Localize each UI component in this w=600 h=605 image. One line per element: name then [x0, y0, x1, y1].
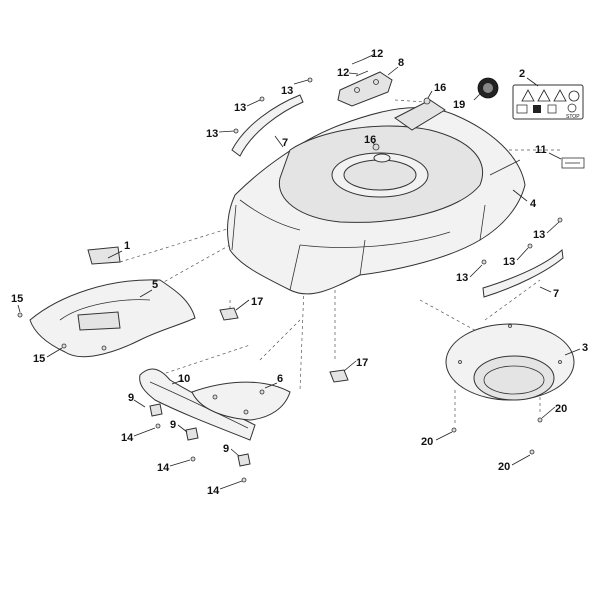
callout-15-a: 15: [11, 293, 23, 305]
callout-3: 3: [582, 342, 588, 354]
left-cover: [29, 279, 196, 358]
callout-11: 11: [535, 144, 547, 156]
callout-15-b: 15: [33, 353, 45, 365]
callout-7-right: 7: [553, 288, 559, 300]
bowl-cover: [445, 323, 575, 401]
callout-19: 19: [453, 99, 465, 111]
callout-17-b: 17: [356, 357, 368, 369]
callout-5: 5: [152, 279, 158, 291]
callout-6: 6: [277, 373, 283, 385]
callout-9-b: 9: [170, 419, 176, 431]
callout-10: 10: [178, 373, 190, 385]
callout-20-c: 20: [498, 461, 510, 473]
handle-bracket: [337, 71, 393, 107]
callout-13-e: 13: [503, 256, 515, 268]
rear-guard: [139, 368, 256, 441]
callout-13-b: 13: [206, 128, 218, 140]
mower-deck-housing: [227, 99, 526, 295]
clip-17-upper: [219, 307, 239, 321]
callout-12-a: 12: [371, 48, 383, 60]
callout-16-a: 16: [434, 82, 446, 94]
callout-8: 8: [398, 57, 404, 69]
callouts: 1 2 3 4 5 6 7 7 8 9 9 9 10 11 12 12 13 1…: [11, 48, 588, 497]
screws-15: [17, 312, 67, 349]
side-trim-left: [231, 94, 304, 157]
callout-9-a: 9: [128, 392, 134, 404]
clip-17-lower: [329, 369, 349, 383]
clips-9: [149, 403, 251, 467]
callout-9-c: 9: [223, 443, 229, 455]
callout-14-c: 14: [207, 485, 220, 497]
warning-decal: STOP: [512, 84, 584, 120]
callout-7-left: 7: [282, 137, 288, 149]
callout-12-b: 12: [337, 67, 349, 79]
bolt-12: [351, 59, 369, 77]
callout-20-a: 20: [421, 436, 433, 448]
decal-stop-text: STOP: [566, 114, 580, 120]
callout-14-a: 14: [121, 432, 134, 444]
callout-13-d: 13: [533, 229, 545, 241]
callout-16-b: 16: [364, 134, 376, 146]
leader-lines: [17, 53, 581, 490]
callout-17-a: 17: [251, 296, 263, 308]
round-decal: [477, 77, 499, 99]
callout-1: 1: [124, 240, 130, 252]
callout-2: 2: [519, 68, 525, 80]
screws-20: [451, 417, 543, 455]
flap-part: [87, 246, 121, 265]
screws-14: [155, 423, 247, 483]
callout-13-a: 13: [234, 102, 246, 114]
callout-20-b: 20: [555, 403, 567, 415]
screws-13: [233, 77, 563, 265]
small-label: [561, 157, 585, 169]
callout-4: 4: [530, 198, 537, 210]
callout-14-b: 14: [157, 462, 170, 474]
side-trim-right: [482, 248, 564, 298]
base-plate: [191, 381, 291, 421]
nuts-16: [372, 97, 431, 151]
callout-13-f: 13: [456, 272, 468, 284]
callout-13-c: 13: [281, 85, 293, 97]
